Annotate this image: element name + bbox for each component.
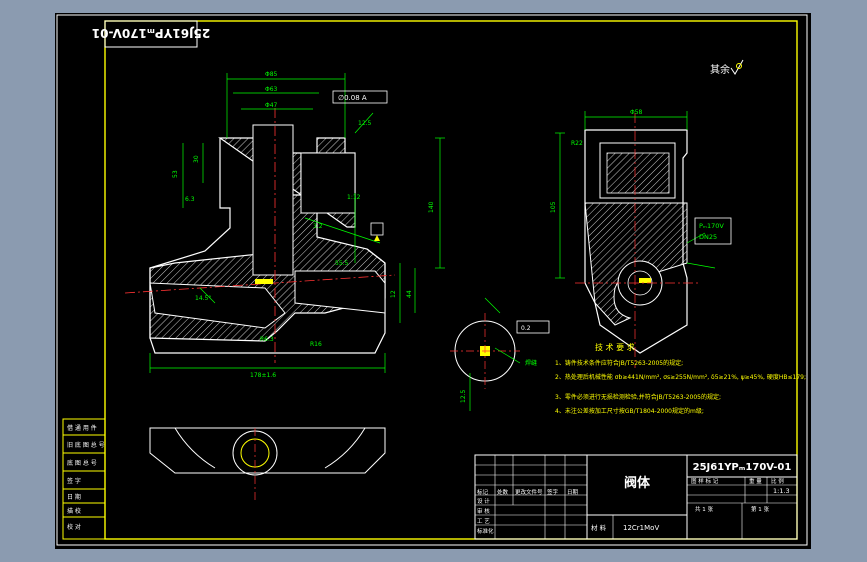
detail-tol: 0.2	[521, 325, 531, 332]
tech-item-1: 1、铸件技术条件应符合JB/T5263-2005的规定;	[555, 359, 683, 367]
inner-frame	[104, 20, 798, 540]
dim-height: 140	[428, 201, 435, 213]
dim-555: 55.5	[335, 260, 349, 267]
tb-h-sign: 签字	[547, 488, 559, 496]
dim-r2: R16	[310, 341, 322, 348]
tb-r-weight: 重 量	[749, 477, 762, 485]
tb-r-mark: 图 样 标 记	[691, 477, 719, 485]
dim-rough1: 12.5	[358, 120, 372, 127]
roughness-text: 其余	[710, 63, 730, 76]
left-row-5: 日 期	[67, 493, 81, 501]
tb-r-scale: 比 例	[771, 477, 784, 485]
main-dim-texts: Φ85 Φ63 Φ47 140 53 30 178±1.6 14.5° 1:12…	[172, 71, 435, 379]
tb-h-mark: 标记	[477, 488, 489, 496]
sheet-number: 第 1 张	[751, 505, 769, 513]
material-label: 材 料	[591, 523, 607, 532]
sheet-total: 共 1 张	[695, 505, 713, 513]
datum-b	[370, 222, 384, 241]
tech-item-3: 3、零件必须进行无损检测检验,并符合JB/T5263-2005的规定;	[555, 393, 721, 401]
weld-dn: DN25	[699, 233, 717, 241]
tolerance-frame: ∅0.08 A	[332, 90, 388, 104]
part-name: 阀体	[624, 475, 651, 491]
dim-d2: Φ63	[265, 86, 278, 93]
code-mirrored-text: 25J61YPₘ170V-01	[92, 26, 210, 40]
tb-h-docno: 更改文件号	[515, 488, 543, 496]
left-row-4: 签 字	[67, 477, 81, 485]
bottom-view	[149, 427, 386, 501]
dim-angle: 14.5°	[195, 295, 211, 302]
dim-44: 44	[406, 290, 413, 298]
tb-role-1: 设 计	[477, 497, 490, 505]
scale-value: 1:1.3	[773, 487, 790, 495]
tb-role-4: 标准化	[477, 527, 494, 535]
side-dim-texts: Φ58 105 R22	[550, 109, 643, 213]
cad-viewport: 25J61YPₘ170V-01 其余	[55, 13, 811, 549]
left-row-3: 底 图 总 号	[67, 459, 97, 467]
dim-length: 178±1.6	[250, 372, 276, 379]
tolerance-text: ∅0.08 A	[338, 94, 367, 102]
dim-side-height: 105	[550, 201, 557, 213]
seat-mark	[255, 279, 273, 284]
tb-role-2: 审 核	[477, 507, 490, 515]
tech-requirements: 技 术 要 求 1、铸件技术条件应符合JB/T5263-2005的规定; 2、热…	[555, 342, 806, 415]
dim-r1: R6.3	[260, 336, 274, 343]
tb-h-date: 日期	[567, 489, 579, 496]
tb-role-3: 工 艺	[477, 518, 490, 525]
dim-rough3: 3.2	[313, 223, 323, 230]
tech-title: 技 术 要 求	[595, 342, 635, 352]
dim-h1: 53	[172, 170, 179, 178]
left-row-7: 校 对	[67, 523, 81, 531]
dim-d1: Φ85	[265, 71, 278, 78]
side-dimensions	[555, 111, 716, 279]
left-row-6: 描 校	[67, 507, 81, 515]
weld-pressure: Pₘ170V	[699, 222, 724, 230]
main-section-view	[124, 108, 396, 363]
tech-item-2: 2、热处理后机械性能 σb≥441N/mm², σs≥255N/mm², δ5≥…	[555, 373, 806, 381]
detail-weld-label: 焊缝	[525, 359, 537, 367]
outer-frame	[56, 14, 808, 546]
material-value: 12Cr1MoV	[623, 524, 659, 532]
vertical-bore	[252, 124, 294, 276]
tb-h-count: 处数	[497, 488, 509, 496]
dim-12: 12	[390, 290, 397, 298]
title-block: 标记 处数 更改文件号 签字 日期 设 计 审 核 工 艺 标准化 阀体 材 料…	[474, 454, 798, 540]
weld-callout: Pₘ170V DN25	[694, 217, 732, 245]
dim-rough2: 6.3	[185, 196, 195, 203]
detail-view: 0.2 焊缝 12.5	[450, 297, 550, 411]
left-row-2: 旧 底 图 总 号	[67, 441, 105, 449]
tech-item-4: 4、未注公差按加工尺寸按GB/T1804-2000规定的m级;	[555, 407, 704, 415]
left-stamp-table: 借 通 用 件 旧 底 图 总 号 底 图 总 号 签 字 日 期 描 校 校 …	[62, 418, 106, 540]
detail-dim: 12.5	[460, 389, 467, 403]
drawing-code: 25J61YPₘ170V-01	[693, 462, 792, 473]
dim-taper: 1:12	[347, 194, 361, 201]
code-box-top: 25J61YPₘ170V-01	[92, 20, 210, 48]
main-dimensions	[149, 73, 445, 373]
side-view	[575, 113, 700, 368]
roughness-note: 其余	[710, 59, 744, 76]
drawing-canvas: 25J61YPₘ170V-01 其余	[56, 14, 808, 546]
dim-side-width: Φ58	[630, 109, 643, 116]
left-row-1: 借 通 用 件	[67, 424, 97, 432]
dim-side-r: R22	[571, 140, 583, 147]
dim-h2: 30	[193, 155, 200, 163]
dim-d3: Φ47	[265, 102, 278, 109]
